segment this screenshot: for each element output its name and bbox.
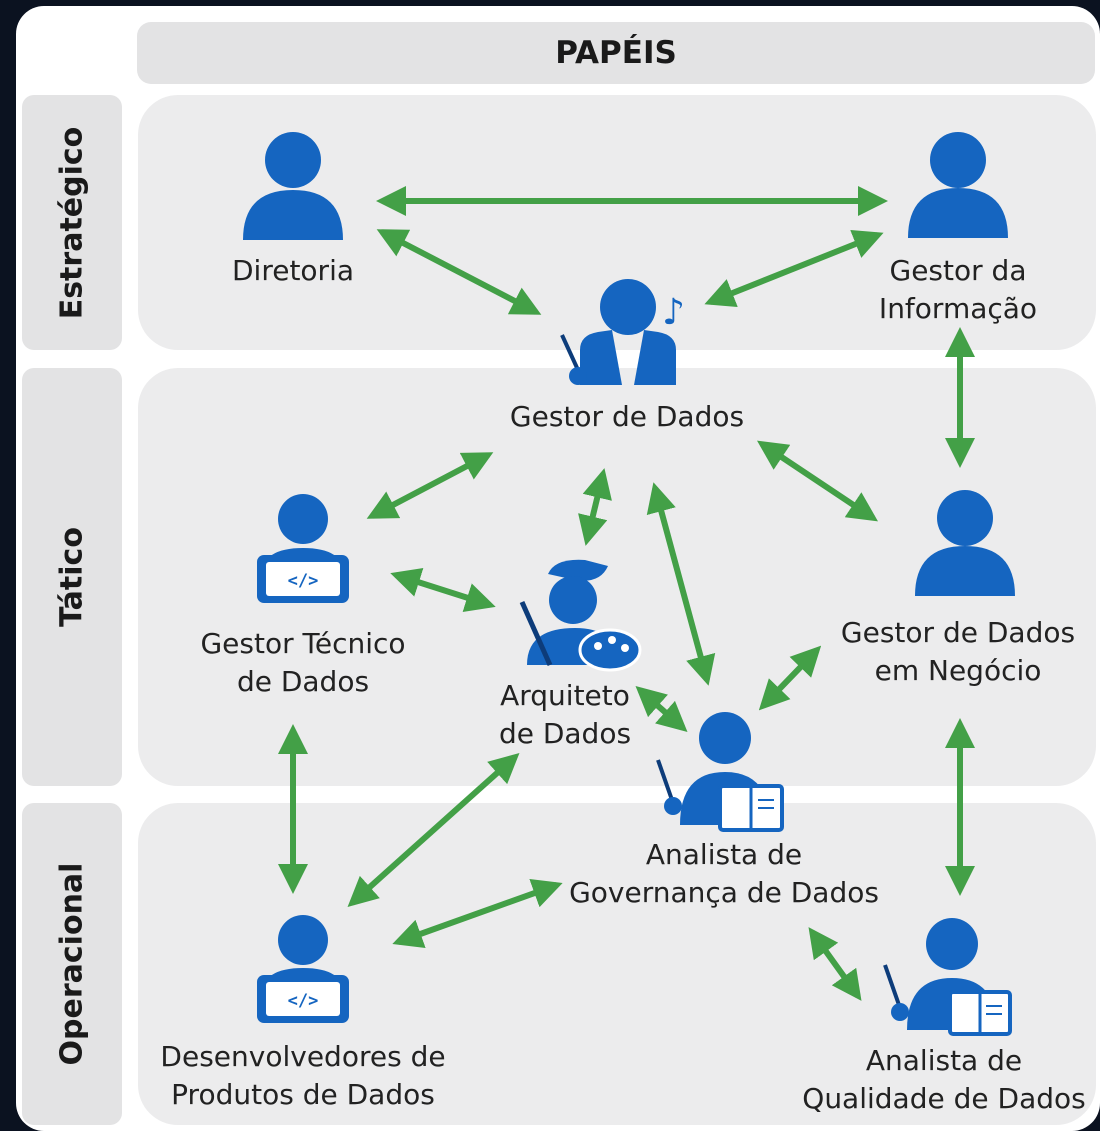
arrow-gestor-negocio-analista-governanca xyxy=(758,645,822,711)
arrow-arquiteto-analista-governanca xyxy=(635,686,688,732)
role-label-analista-qualidade: Analista de Qualidade de Dados xyxy=(802,1044,1086,1115)
arrow-diretoria-gestor-dados xyxy=(376,229,542,315)
arrow-gestor-dados-gestor-tecnico xyxy=(366,452,494,519)
teacher-icon-analista-governanca xyxy=(656,712,784,832)
page-title: PAPÉIS xyxy=(137,22,1095,84)
arrow-gestor-tecnico-arquiteto xyxy=(390,568,496,612)
connection-arrows xyxy=(278,186,975,1001)
role-label-analista-governanca: Analista de Governança de Dados xyxy=(569,838,879,909)
arrow-gestor-dados-gestor-negocio xyxy=(757,440,878,522)
role-label-desenvolvedores: Desenvolvedores de Produtos de Dados xyxy=(160,1040,446,1111)
role-label-gestor-informacao: Gestor da Informação xyxy=(878,254,1038,325)
arrow-arquiteto-desenvolvedores xyxy=(347,752,520,908)
tier-label-strategic: Estratégico xyxy=(22,95,122,350)
teacher-icon-analista-qualidade xyxy=(883,918,1012,1036)
developer-icon-desenvolvedores: </> xyxy=(257,915,349,1023)
svg-text:</>: </> xyxy=(288,571,319,591)
svg-text:</>: </> xyxy=(288,991,319,1011)
conductor-icon-gestor-dados: ♪ xyxy=(560,279,685,385)
person-icon-diretoria xyxy=(243,132,343,240)
role-label-gestor-tecnico: Gestor Técnico de Dados xyxy=(200,627,406,698)
arrow-gestor-dados-analista-governanca xyxy=(646,482,716,686)
role-label-diretoria: Diretoria xyxy=(231,254,355,287)
role-label-gestor-dados: Gestor de Dados xyxy=(509,400,745,433)
arrow-gestor-dados-arquiteto xyxy=(578,468,612,546)
role-label-gestor-negocio: Gestor de Dados em Negócio xyxy=(840,616,1076,687)
person-icon-gestor-informacao xyxy=(908,132,1008,238)
arrow-analista-governanca-desenvolvedores xyxy=(392,878,563,949)
svg-text:♪: ♪ xyxy=(662,292,685,333)
artist-icon-arquiteto xyxy=(519,559,642,672)
developer-icon-gestor-tecnico: </> xyxy=(257,494,349,603)
arrow-analista-governanca-analista-qualidade xyxy=(808,927,862,1001)
tier-label-operational: Operacional xyxy=(22,803,122,1125)
role-label-arquiteto: Arquiteto de Dados xyxy=(498,679,632,750)
tier-label-tactical: Tático xyxy=(22,368,122,786)
person-icon-gestor-negocio xyxy=(915,490,1015,596)
arrow-gestor-informacao-gestor-dados xyxy=(704,229,884,308)
